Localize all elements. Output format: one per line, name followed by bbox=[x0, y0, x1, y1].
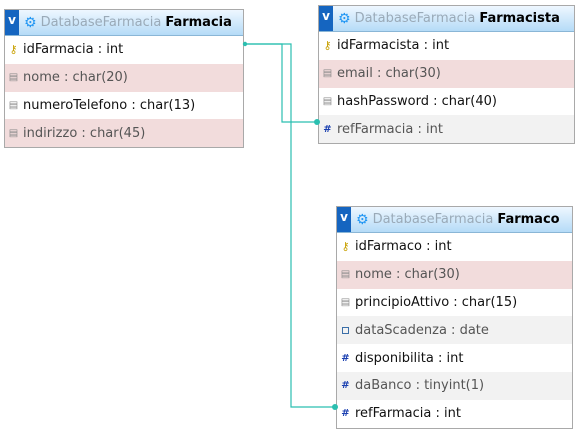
relation-farmacista-farmacia bbox=[244, 43, 318, 123]
column-row[interactable]: dataScadenza : date bbox=[337, 316, 572, 345]
column-label: email : char(30) bbox=[337, 66, 441, 82]
key-icon: ⚷ bbox=[9, 43, 18, 57]
table-name: Farmacia bbox=[165, 15, 232, 30]
text-field-icon: ▤ bbox=[322, 68, 333, 80]
column-label: daBanco : tinyint(1) bbox=[355, 378, 485, 394]
column-label: idFarmacista : int bbox=[337, 38, 450, 54]
number-field-icon: # bbox=[341, 380, 350, 392]
column-row[interactable]: ▤ nome : char(30) bbox=[337, 260, 572, 289]
column-label: disponibilita : int bbox=[355, 350, 464, 366]
collapse-toggle-button[interactable]: v bbox=[319, 6, 333, 31]
gear-icon[interactable]: ⚙ bbox=[338, 10, 351, 27]
date-field-icon bbox=[341, 326, 350, 334]
key-icon: ⚷ bbox=[341, 240, 350, 254]
relation-end-dot bbox=[314, 119, 320, 125]
text-field-icon: ▤ bbox=[340, 269, 351, 281]
text-field-icon: ▤ bbox=[8, 127, 19, 139]
gear-icon[interactable]: ⚙ bbox=[356, 211, 369, 228]
column-row[interactable]: ▤ principioAttivo : char(15) bbox=[337, 289, 572, 317]
column-label: indirizzo : char(45) bbox=[23, 125, 146, 141]
number-field-icon: # bbox=[341, 408, 350, 420]
column-label: idFarmacia : int bbox=[23, 42, 124, 58]
column-row[interactable]: # daBanco : tinyint(1) bbox=[337, 371, 572, 400]
text-field-icon: ▤ bbox=[8, 72, 19, 84]
column-label: numeroTelefono : char(13) bbox=[23, 97, 196, 113]
column-row[interactable]: ▤ email : char(30) bbox=[319, 59, 574, 88]
gear-icon[interactable]: ⚙ bbox=[24, 14, 37, 31]
column-label: principioAttivo : char(15) bbox=[355, 294, 518, 310]
database-name: DatabaseFarmacia bbox=[372, 212, 494, 227]
column-label: dataScadenza : date bbox=[355, 322, 489, 338]
collapse-toggle-button[interactable]: v bbox=[337, 207, 351, 232]
table-name: Farmaco bbox=[497, 212, 560, 227]
table-name: Farmacista bbox=[479, 11, 560, 26]
relation-end-dot bbox=[332, 404, 338, 410]
relation-farmaco-farmacia bbox=[244, 43, 336, 408]
column-row[interactable]: # refFarmacia : int bbox=[319, 115, 574, 144]
column-row[interactable]: # disponibilita : int bbox=[337, 344, 572, 372]
text-field-icon: ▤ bbox=[8, 99, 19, 111]
column-row[interactable]: ▤ hashPassword : char(40) bbox=[319, 88, 574, 116]
column-row[interactable]: ▤ numeroTelefono : char(13) bbox=[5, 92, 243, 120]
text-field-icon: ▤ bbox=[322, 95, 333, 107]
database-name: DatabaseFarmacia bbox=[40, 15, 162, 30]
column-label: nome : char(20) bbox=[23, 70, 128, 86]
number-field-icon: # bbox=[341, 352, 350, 364]
column-label: refFarmacia : int bbox=[337, 121, 443, 137]
column-label: nome : char(30) bbox=[355, 267, 460, 283]
column-label: idFarmaco : int bbox=[355, 239, 452, 255]
column-label: refFarmacia : int bbox=[355, 406, 461, 422]
column-row[interactable]: ▤ nome : char(20) bbox=[5, 63, 243, 92]
column-row[interactable]: ⚷ idFarmaco : int bbox=[337, 233, 572, 261]
column-label: hashPassword : char(40) bbox=[337, 93, 497, 109]
number-field-icon: # bbox=[323, 123, 332, 135]
database-name: DatabaseFarmacia bbox=[354, 11, 476, 26]
column-row[interactable]: # refFarmacia : int bbox=[337, 400, 572, 428]
column-row[interactable]: ⚷ idFarmacista : int bbox=[319, 32, 574, 60]
column-row[interactable]: ⚷ idFarmacia : int bbox=[5, 36, 243, 64]
key-icon: ⚷ bbox=[323, 39, 332, 53]
column-row[interactable]: ▤ indirizzo : char(45) bbox=[5, 119, 243, 148]
collapse-toggle-button[interactable]: v bbox=[5, 10, 19, 35]
text-field-icon: ▤ bbox=[340, 296, 351, 308]
